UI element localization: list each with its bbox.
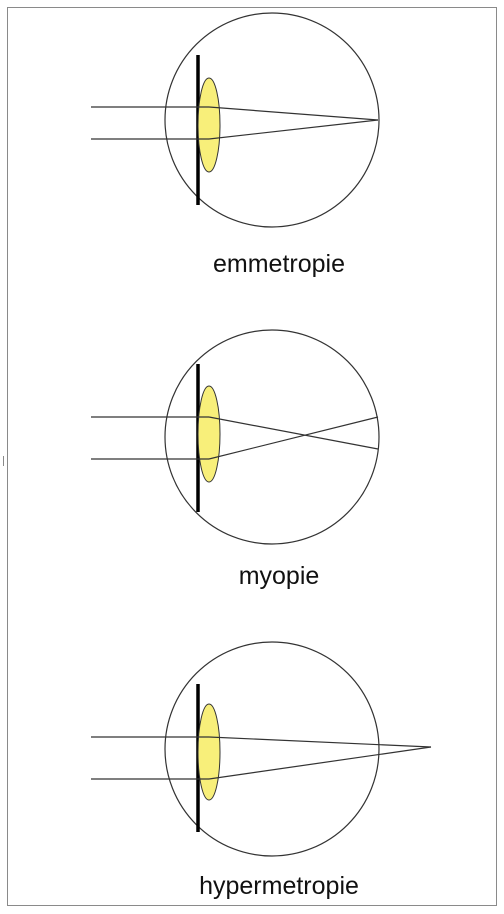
light-ray-lower-refracted — [209, 120, 378, 139]
caption-myopie: myopie — [129, 564, 429, 589]
caption-hypermetropie: hypermetropie — [129, 874, 429, 899]
caption-emmetropie: emmetropie — [129, 252, 429, 277]
lens — [198, 78, 220, 172]
eye-myopie — [91, 330, 379, 544]
lens — [198, 386, 220, 482]
light-ray-lower-refracted — [209, 747, 431, 779]
light-ray-upper-refracted — [209, 417, 378, 449]
light-ray-upper-refracted — [209, 107, 378, 120]
lens — [198, 704, 220, 800]
eye-emmetropie — [91, 13, 379, 227]
light-ray-lower-refracted — [209, 417, 378, 459]
light-ray-upper-refracted — [209, 737, 431, 747]
eye-hypermetropie — [91, 642, 431, 856]
